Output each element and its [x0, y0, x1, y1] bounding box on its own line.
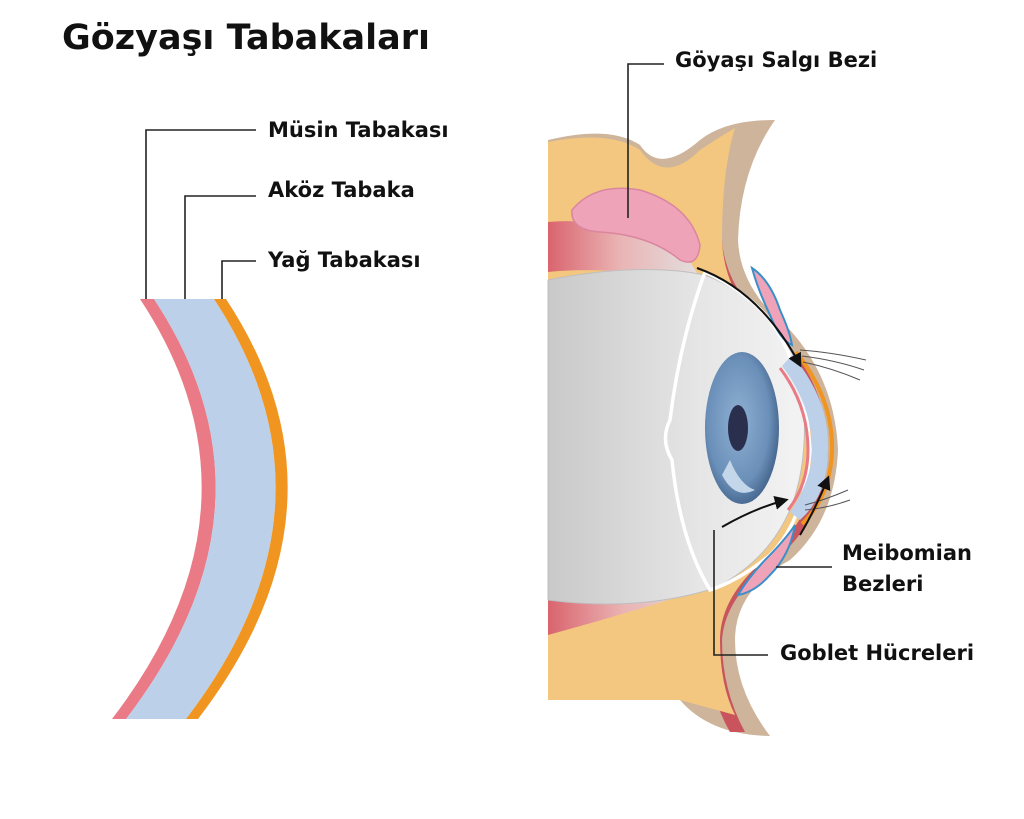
- iris-highlight: [722, 460, 755, 493]
- aqueous-layer: [126, 299, 276, 719]
- meibomian-gland-lower: [736, 524, 796, 597]
- goblet-cells-label: Goblet Hücreleri: [780, 641, 975, 665]
- meibomian-label-line1: Meibomian: [842, 541, 972, 565]
- goblet-leader: [713, 530, 768, 656]
- aqueous-layer-label: Aköz Tabaka: [268, 178, 415, 202]
- upper-eyelashes: [799, 349, 867, 381]
- layer-leader-lines: [145, 129, 256, 299]
- superior-muscle: [548, 221, 705, 285]
- pupil: [728, 405, 748, 451]
- conjunctiva-outline: [663, 269, 812, 593]
- tear-film-layers: [112, 299, 288, 719]
- mucin-layer: [112, 299, 216, 719]
- mucin-leader: [145, 129, 256, 299]
- aqueous-leader: [184, 195, 256, 299]
- tear-flow-arrow-lower-right: [799, 475, 831, 536]
- cornea-tear-film: [782, 355, 829, 520]
- lipid-leader: [221, 260, 256, 299]
- lacrimal-gland: [571, 187, 701, 263]
- lower-eyelashes: [804, 489, 851, 511]
- lacrimal-gland-label: Göyaşı Salgı Bezi: [675, 48, 878, 72]
- meibomian-glands-label: Meibomian Bezleri: [842, 538, 972, 600]
- mucin-layer-label: Müsin Tabakası: [268, 118, 449, 142]
- meibomian-label-line2: Bezleri: [842, 572, 924, 596]
- lacrimal-leader: [627, 63, 664, 218]
- eye-cross-section: [547, 120, 867, 736]
- anatomy-leader-lines: [627, 63, 832, 656]
- cornea-mucin-edge: [778, 367, 810, 511]
- lipid-layer-label: Yağ Tabakası: [268, 248, 421, 272]
- tear-flow-arrow-upper: [696, 267, 802, 368]
- meibomian-gland-upper: [750, 265, 794, 347]
- diagram-title: Gözyaşı Tabakaları: [62, 18, 431, 58]
- tear-flow-arrow-lower-left: [721, 496, 789, 528]
